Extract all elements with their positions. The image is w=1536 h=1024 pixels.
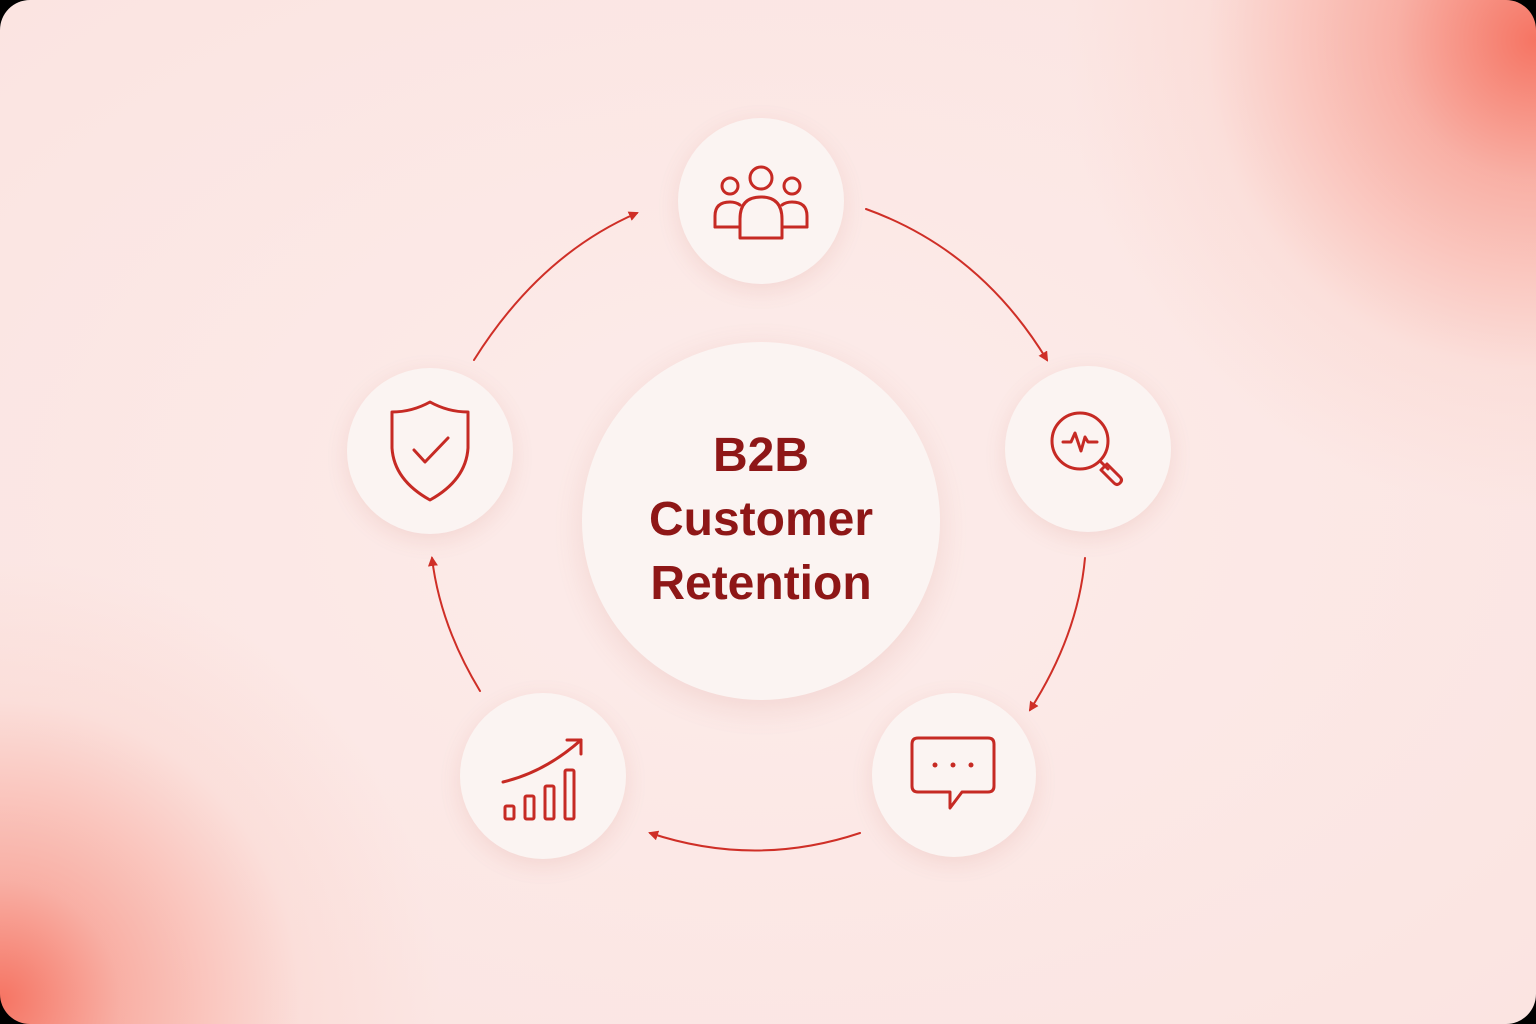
arrow-chat-to-growth [648, 830, 861, 852]
chat-bubble-icon [910, 736, 996, 810]
growth-chart-icon [501, 738, 583, 821]
shield-check-icon [390, 400, 470, 502]
diagram-title: B2B Customer Retention [648, 429, 874, 610]
arrow-shield-to-team [473, 211, 639, 361]
node-shield [347, 368, 513, 534]
node-team [678, 118, 844, 284]
health-monitoring-icon [1050, 411, 1123, 486]
arrow-growth-to-shield [427, 556, 481, 692]
node-health-monitoring [1005, 366, 1171, 532]
center-node: B2B Customer Retention [582, 342, 940, 700]
node-growth [460, 693, 626, 859]
arrow-monitoring-to-chat [1028, 557, 1086, 712]
team-icon [713, 165, 809, 240]
arrow-team-to-monitoring [865, 208, 1049, 362]
node-chat [872, 693, 1036, 857]
